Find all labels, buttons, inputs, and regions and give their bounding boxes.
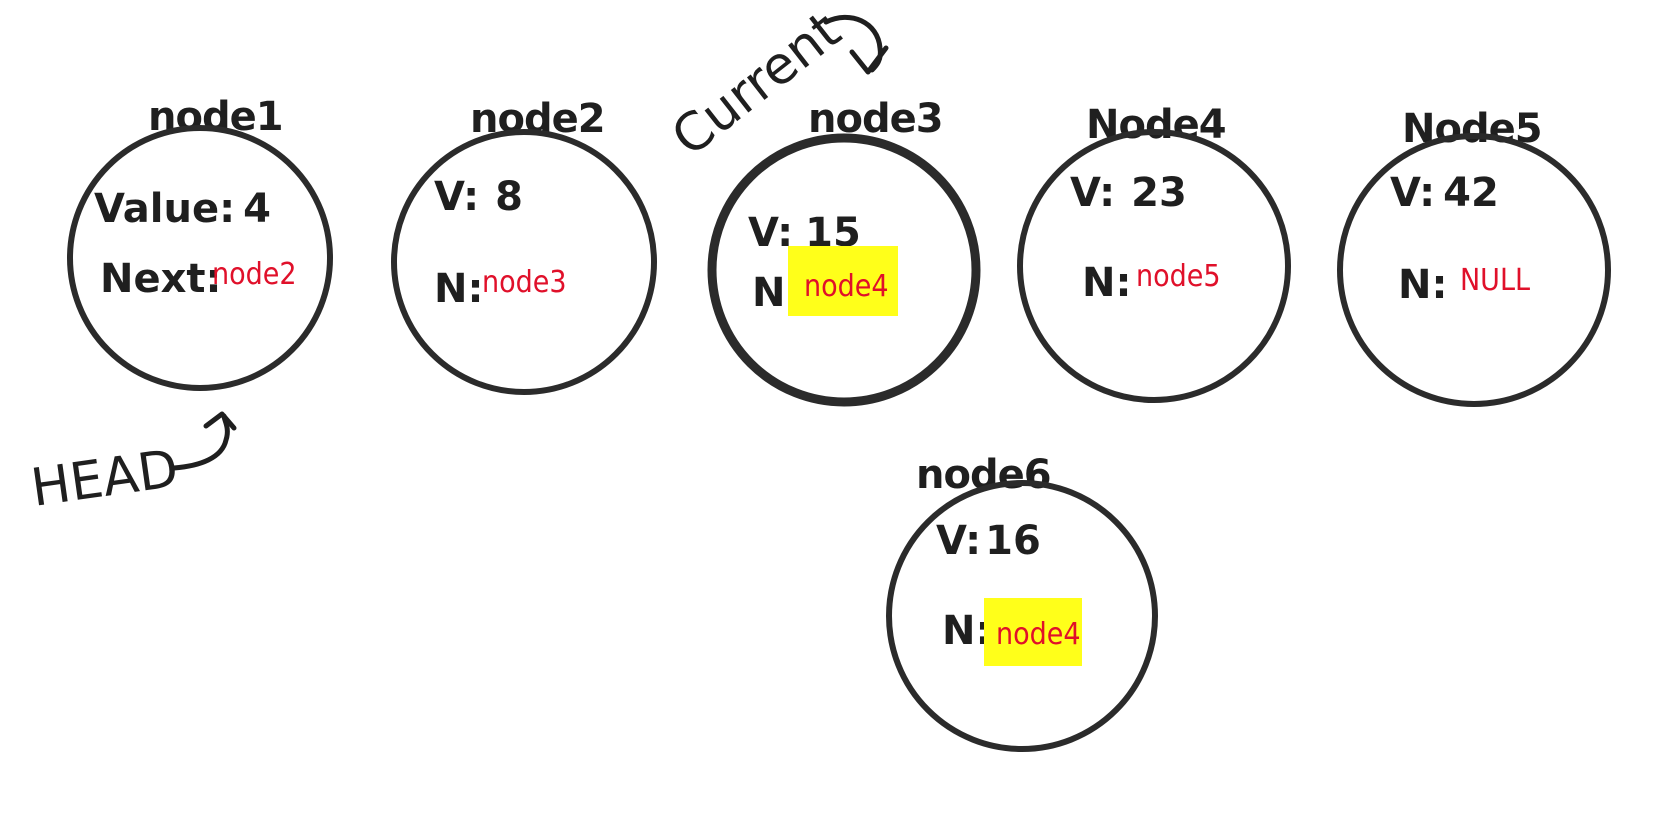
node-6-value-prefix: V: [936, 518, 981, 564]
node-6-next-highlight [984, 598, 1082, 666]
node-3-value-prefix: V: [748, 210, 793, 256]
node-2-next: node3 [482, 265, 567, 300]
node-2-circle [391, 129, 657, 395]
svg-text:V:16: V:16 [936, 518, 1041, 564]
node-1-next: node2 [212, 257, 297, 292]
svg-text:Value:4: Value:4 [94, 186, 271, 232]
node-1: node1 Value:4 Next: node2 [67, 94, 333, 391]
node-4-circle [1017, 129, 1291, 403]
node-4: Node4 V:23 N: node5 [1017, 102, 1291, 403]
svg-text:V:8: V: 8 [434, 174, 523, 220]
node-6-value: 16 [985, 518, 1041, 564]
current-arrow [823, 14, 883, 73]
node-2-next-prefix: N: [434, 266, 483, 312]
current-pointer: Current [661, 1, 889, 168]
head-label: HEAD [27, 439, 181, 519]
node-3: node3 V:15 N: node4 [707, 96, 981, 407]
node-1-value-prefix: Value: [94, 186, 235, 232]
node-1-circle [67, 125, 333, 391]
node-2-value: 8 [495, 174, 523, 220]
node-1-value: 4 [243, 186, 271, 232]
node-3-next: node4 [804, 269, 889, 304]
current-arrowhead [849, 45, 889, 75]
node-5-next: NULL [1460, 263, 1530, 298]
node-6-next-prefix: N: [942, 608, 991, 654]
node-1-next-prefix: Next: [100, 256, 222, 302]
node-4-value: 23 [1131, 170, 1187, 216]
node-5-value: 42 [1443, 170, 1499, 216]
node-2-value-prefix: V: [434, 174, 479, 220]
node-5-circle [1337, 133, 1611, 407]
node-2: node2 V:8 N: node3 [391, 96, 657, 395]
node-5: Node5 V:42 N: NULL [1337, 106, 1611, 407]
node-5-next-prefix: N: [1398, 262, 1447, 308]
svg-text:V:23: V: 23 [1070, 170, 1187, 216]
node-4-next-prefix: N: [1082, 260, 1131, 306]
node-3-circle [707, 133, 981, 407]
node-4-next: node5 [1136, 259, 1221, 294]
head-arrowhead [203, 411, 237, 431]
node-6: node6 V:16 N: node4 [886, 452, 1158, 752]
node-6-next: node4 [996, 617, 1081, 652]
node-6-circle [886, 480, 1158, 752]
svg-text:V:42: V:42 [1390, 170, 1499, 216]
head-arrow [171, 413, 230, 471]
node-5-value-prefix: V: [1390, 170, 1435, 216]
head-pointer: HEAD [27, 411, 237, 519]
node-3-next-highlight [788, 246, 898, 316]
node-4-value-prefix: V: [1070, 170, 1115, 216]
